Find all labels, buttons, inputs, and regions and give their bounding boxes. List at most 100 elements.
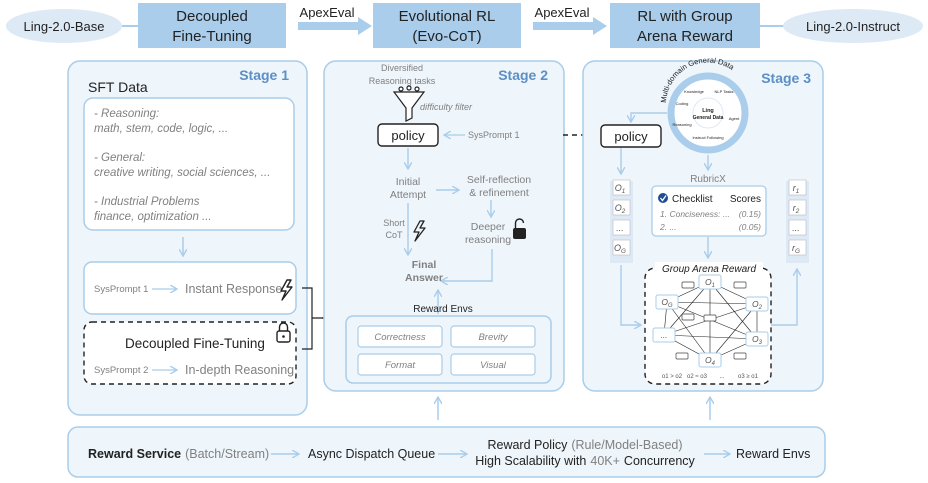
circle-label-instruct: Instruct Following	[692, 135, 723, 140]
dft-box-label-1: Decoupled	[176, 8, 248, 25]
dft-dashed-title: Decoupled Fine-Tuning	[125, 336, 265, 351]
initial-line-2: Attempt	[390, 189, 426, 201]
arena-edge	[663, 281, 711, 336]
stage2-title: Stage 2	[498, 67, 548, 83]
short-line-2: CoT	[385, 230, 403, 240]
indepth-label: In-depth Reasoning	[185, 363, 294, 377]
circle-label-knowledge: Knowledge	[684, 89, 705, 94]
output-cell-label: ...	[616, 223, 624, 233]
instant-box	[83, 261, 297, 315]
env-brevity	[450, 325, 536, 348]
short-lightning-icon	[413, 220, 426, 242]
output-cell-label: OG	[614, 243, 626, 255]
output-cell	[612, 179, 631, 196]
arena-node-label: OG	[661, 297, 673, 309]
reward-cell-label: r1	[793, 183, 800, 195]
env-format	[357, 353, 443, 376]
start-node	[6, 9, 122, 43]
env-brevity-label: Brevity	[478, 332, 508, 343]
rubric-item-2: 2. ...	[659, 222, 677, 232]
sft-title: SFT Data	[88, 79, 148, 95]
grpo-box-label-1: RL with Group	[637, 8, 732, 25]
arena-node	[698, 352, 722, 368]
arena-node-label: O2	[752, 299, 763, 311]
queue-text: Async Dispatch Queue	[308, 447, 435, 461]
apexeval-arrow-2	[533, 17, 607, 35]
stage2-policy-box	[377, 123, 439, 147]
sft-reasoning-body: math, stem, code, logic, ...	[94, 123, 228, 135]
evo-box-label-1: Evolutional RL	[399, 8, 496, 25]
final-line-1: Final	[412, 259, 437, 271]
duel-icon	[703, 314, 717, 322]
deeper-line-2: reasoning	[465, 234, 511, 246]
start-label: Ling-2.0-Base	[24, 19, 105, 34]
arena-node	[745, 296, 769, 312]
instant-sysprompt: SysPrompt 1	[94, 284, 148, 295]
end-label: Ling-2.0-Instruct	[806, 19, 900, 34]
rubric-box	[651, 185, 767, 237]
arena-node	[745, 331, 769, 347]
circle-label-nlp: NLP Tasks	[715, 89, 734, 94]
data-circle-core	[692, 97, 724, 129]
indepth-sysprompt: SysPrompt 2	[94, 365, 148, 376]
arena-node	[655, 294, 679, 310]
brace-connector	[302, 287, 322, 350]
lightning-icon	[280, 279, 293, 301]
filter-label: difficulty filter	[420, 102, 473, 112]
reward-envs-title: Reward Envs	[413, 304, 472, 315]
apexeval-arrow-1	[298, 17, 372, 35]
lock-icon	[276, 322, 291, 343]
stage2-policy-label: policy	[391, 128, 425, 143]
reward-service-text: Reward Service(Batch/Stream)	[88, 447, 269, 461]
reward-policy-text: Reward Policy(Rule/Model-Based)	[487, 438, 682, 452]
reward-cell-label: r2	[793, 203, 800, 215]
circle-to-policy	[631, 112, 667, 121]
arena-edge	[663, 334, 758, 340]
check-icon	[658, 193, 668, 203]
tasks-line-2: Reasoning tasks	[369, 76, 436, 86]
sft-industrial-head: - Industrial Problems	[94, 196, 200, 208]
rubric-label: RubricX	[690, 174, 726, 185]
checklist-label: Checklist	[672, 194, 713, 205]
end-node	[783, 9, 923, 43]
instant-label: Instant Response	[185, 282, 282, 296]
reflect-line-2: & refinement	[469, 187, 529, 199]
dft-box-label-2: Fine-Tuning	[172, 28, 251, 45]
apexeval-label-1: ApexEval	[300, 5, 355, 20]
output-cell-label: O1	[615, 183, 626, 195]
arena-node-label: ...	[660, 330, 667, 340]
arena-edge	[709, 303, 758, 361]
stage3-policy-box	[600, 124, 662, 148]
grpo-box	[610, 3, 760, 48]
arena-edge	[709, 281, 758, 340]
rubric-item-1: 1. Conciseness: ...	[660, 209, 730, 219]
arena-node-label: O1	[705, 277, 715, 289]
funnel-icon	[392, 85, 426, 122]
arena-edge	[666, 301, 758, 305]
evo-box	[373, 3, 521, 48]
rubric-score-2: (0.05)	[739, 222, 761, 232]
evo-box-label-2: (Evo-CoT)	[412, 28, 481, 45]
reward-cell-label: ...	[792, 223, 800, 233]
output-cell	[612, 199, 631, 216]
rubric-score-1: (0.15)	[739, 209, 761, 219]
duel-icon	[733, 281, 747, 289]
arena-edge	[666, 301, 711, 361]
bottom-envs-text: Reward Envs	[736, 447, 810, 461]
env-format-label: Format	[385, 360, 415, 371]
reward-cell	[788, 219, 807, 236]
arena-node-label: O4	[705, 355, 716, 367]
duel-icon	[681, 313, 695, 321]
stage3-title: Stage 3	[761, 70, 811, 86]
duel-icon	[681, 281, 695, 289]
apexeval-label-2: ApexEval	[535, 5, 590, 20]
dft-dashed-box	[83, 321, 297, 385]
reflect-line-1: Self-reflection	[467, 174, 531, 186]
final-line-2: Answer	[405, 272, 443, 284]
duel-icon	[675, 352, 689, 360]
reward-cell	[788, 179, 807, 196]
env-correctness-label: Correctness	[374, 332, 425, 343]
deeper-to-final	[442, 249, 493, 281]
stage1-title: Stage 1	[239, 67, 289, 83]
